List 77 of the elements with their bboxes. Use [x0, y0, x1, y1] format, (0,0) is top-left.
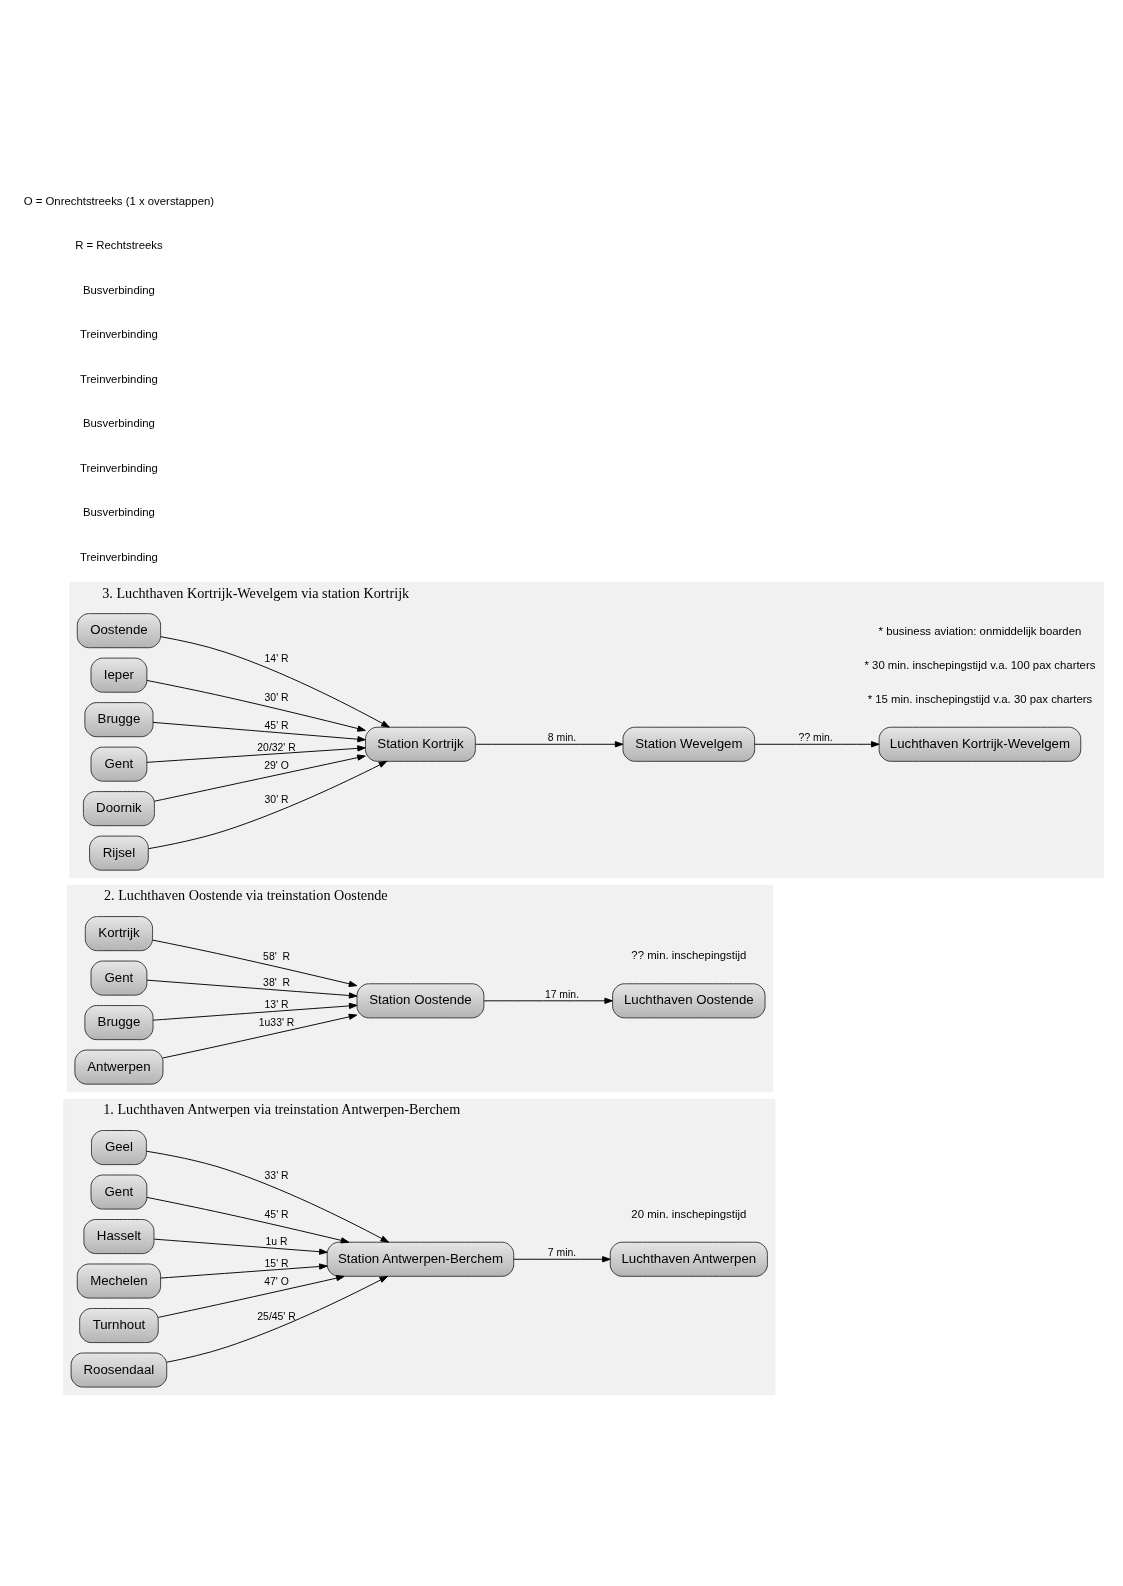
edge-label: 47' O: [264, 1275, 289, 1287]
arrow: [162, 1013, 358, 1058]
arrow: [157, 1274, 345, 1318]
edge-label: 30' R: [264, 691, 289, 703]
arrow: [754, 740, 880, 747]
edge-label: 15' R: [264, 1257, 289, 1269]
node-box: Doornik: [82, 790, 155, 826]
edge-label: ?? min.: [798, 731, 833, 743]
edge-label: 14' R: [264, 652, 289, 664]
label: R = Rechtstreeks: [75, 238, 163, 251]
edge-label: 1u R: [265, 1235, 288, 1247]
edge-label: 45' R: [264, 1208, 289, 1220]
arrow: [153, 1238, 328, 1255]
node-label: * 30 min. inschepingstijd v.a. 100 pax charters: [864, 658, 1096, 671]
node-label: ?? min. inschepingstijd: [631, 948, 747, 961]
edge-label: 7 min.: [547, 1246, 577, 1258]
arrow: [154, 754, 366, 802]
node-box: Station Kortrijk: [365, 726, 476, 762]
node-box: Luchthaven Oostende: [612, 982, 766, 1018]
arrow: [152, 939, 358, 987]
arrow: [483, 997, 613, 1004]
node-box: Station Antwerpen-Berchem: [326, 1241, 515, 1277]
edge-label: 30' R: [264, 793, 289, 805]
node-box: Ieper: [90, 657, 148, 693]
arrow: [513, 1255, 611, 1262]
node-box: Brugge: [84, 1004, 154, 1040]
node-box: Geel: [91, 1129, 147, 1165]
edge-label: 58' R: [263, 950, 290, 962]
label: Treinverbinding: [79, 372, 158, 385]
edge-label: 45' R: [264, 719, 289, 731]
arrow: [146, 1150, 390, 1243]
node-box: Oostende: [76, 612, 162, 648]
label: Busverbinding: [82, 283, 155, 296]
node-box: Luchthaven Antwerpen: [609, 1241, 768, 1277]
edge-label: 33' R: [264, 1169, 289, 1181]
label: Busverbinding: [82, 505, 155, 518]
node-box: Kortrijk: [84, 915, 153, 951]
node-box: Gent: [90, 1174, 148, 1210]
arrow: [148, 760, 388, 849]
node-box: Antwerpen: [74, 1049, 164, 1085]
edge-label: 25/45' R: [257, 1310, 296, 1322]
edge-label: 29' O: [264, 759, 289, 771]
label: Busverbinding: [82, 416, 155, 429]
arrow: [146, 744, 366, 763]
arrow: [152, 721, 366, 742]
node-box: Roosendaal: [70, 1352, 168, 1388]
node-box: Gent: [90, 746, 148, 782]
arrow: [475, 740, 624, 747]
node-box: Gent: [90, 960, 148, 996]
node-box: Station Oostende: [356, 982, 485, 1018]
arrow: [160, 1262, 328, 1279]
edge-label: 13' R: [264, 998, 289, 1010]
label: O = Onrechtstreeks (1 x overstappen): [23, 194, 215, 207]
node-box: Hasselt: [83, 1218, 155, 1254]
node-box: Luchthaven Kortrijk-Wevelgem: [878, 726, 1082, 762]
arrow: [152, 1002, 358, 1021]
edge-label: 17 min.: [544, 988, 580, 1000]
arrow: [146, 679, 366, 732]
arrow: [146, 1196, 350, 1243]
label: Treinverbinding: [79, 327, 158, 340]
node-box: Mechelen: [76, 1263, 162, 1299]
node-box: Turnhout: [79, 1307, 159, 1343]
node-box: Rijsel: [89, 835, 149, 871]
label: Treinverbinding: [79, 461, 158, 474]
edge-label: 20/32' R: [257, 741, 296, 753]
edge-label: 1u33' R: [258, 1016, 295, 1028]
node-box: Brugge: [84, 701, 154, 737]
node-label: * business aviation: onmiddelijk boarden: [878, 624, 1082, 637]
edge-label: 38' R: [263, 976, 290, 988]
edge-label: 8 min.: [547, 731, 577, 743]
node-label: 20 min. inschepingstijd: [631, 1207, 747, 1220]
arrow: [166, 1275, 388, 1363]
node-label: * 15 min. inschepingstijd v.a. 30 pax charters: [867, 692, 1093, 705]
node-box: Station Wevelgem: [622, 726, 756, 762]
arrow: [160, 635, 390, 728]
label: Treinverbinding: [79, 550, 158, 563]
arrow: [146, 979, 358, 999]
